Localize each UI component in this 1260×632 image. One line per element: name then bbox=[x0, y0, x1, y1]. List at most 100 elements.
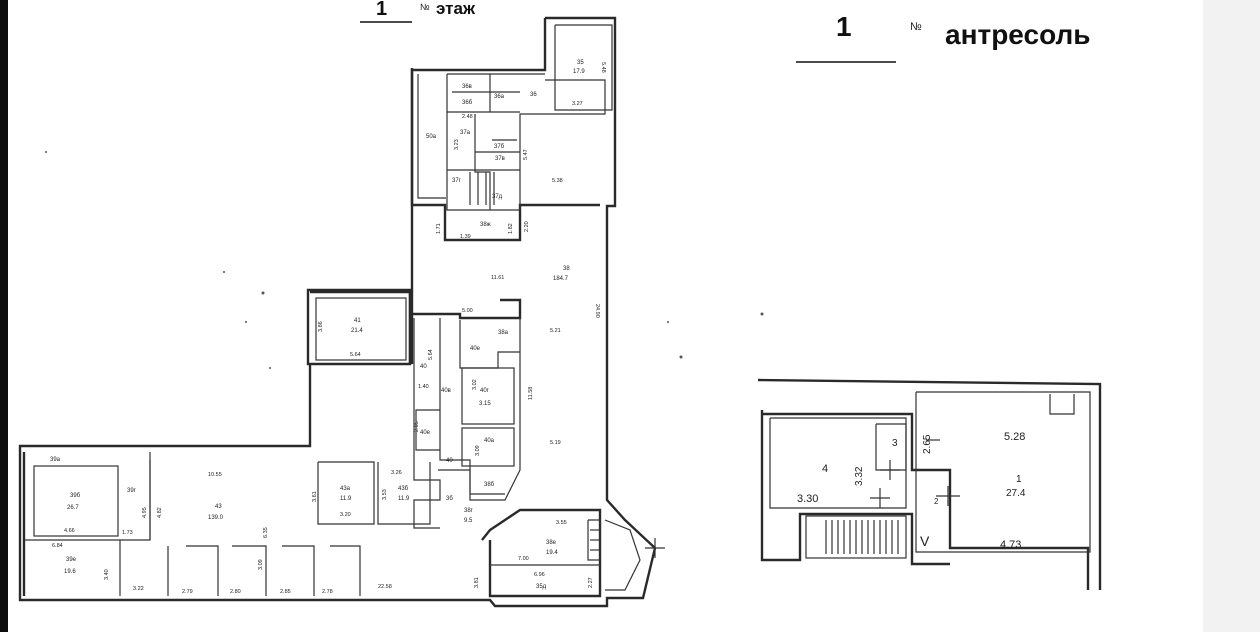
room-label: 43б bbox=[398, 486, 409, 492]
room-label: 36в bbox=[462, 84, 472, 90]
room-label: 38е bbox=[546, 540, 557, 546]
dimension: 4.82 bbox=[157, 507, 163, 518]
dimension: 3.27 bbox=[572, 101, 583, 107]
room-label: 36 bbox=[530, 92, 537, 98]
room-label: 38б bbox=[484, 482, 495, 488]
room-label: 39е bbox=[66, 557, 77, 563]
mezz-stair bbox=[825, 520, 899, 554]
dimension: 6.96 bbox=[534, 572, 545, 578]
room-area: 21.4 bbox=[351, 328, 363, 334]
dimension: 10.55 bbox=[208, 472, 222, 478]
room-label: 37б bbox=[494, 144, 505, 150]
mezz-title-mark: № bbox=[910, 21, 922, 33]
room-label: 39б bbox=[70, 493, 81, 499]
room-area: 184.7 bbox=[553, 276, 569, 282]
room-label: 40е bbox=[470, 346, 481, 352]
dimension: 3.55 bbox=[556, 520, 567, 526]
floor-room-labels: 35 17.9 36 36а 36б 36в 37а 37б 37в 37г 3… bbox=[50, 60, 585, 590]
dimension: 24.90 bbox=[594, 304, 600, 318]
room-label: 40 bbox=[446, 458, 453, 464]
room-area: 19.4 bbox=[546, 550, 558, 556]
mezz-title-label: антресоль bbox=[945, 19, 1090, 50]
mezz-dimension: 3.32 bbox=[854, 466, 865, 486]
dimension: 4.66 bbox=[64, 528, 75, 534]
mezzanine-labels: 4 3.30 3.32 3 2.65 2 V 1 27.4 5.28 4.73 bbox=[797, 431, 1026, 551]
room-label: 37д bbox=[492, 194, 503, 200]
scan-specks bbox=[45, 151, 764, 369]
room-area: 9.5 bbox=[464, 518, 473, 524]
room-label: 38ж bbox=[480, 222, 491, 228]
dimension: 3.23 bbox=[454, 139, 460, 150]
dimension: 5.21 bbox=[550, 328, 561, 334]
dimension: 5.64 bbox=[350, 352, 361, 358]
room-label: 38 bbox=[563, 266, 570, 272]
dimension: 1.71 bbox=[436, 223, 442, 234]
room-label: 36б bbox=[462, 100, 473, 106]
floor-title-mark: № bbox=[420, 2, 430, 12]
room-area: 19.6 bbox=[64, 569, 76, 575]
dimension: 5.47 bbox=[523, 149, 529, 160]
room-label: 43а bbox=[340, 486, 351, 492]
floor-title-number: 1 bbox=[376, 0, 387, 20]
dimension: 22.58 bbox=[378, 584, 392, 590]
room-label: 36а bbox=[494, 94, 505, 100]
room-label: 38а bbox=[498, 330, 509, 336]
mezz-room-label: 3 bbox=[892, 438, 898, 449]
dimension: 2.79 bbox=[182, 589, 193, 595]
dimension: 6.35 bbox=[263, 527, 269, 538]
mezz-room-area: 27.4 bbox=[1006, 488, 1026, 499]
dimension: 3.53 bbox=[382, 489, 388, 500]
room-area: 17.9 bbox=[573, 69, 585, 75]
room-label: 37а bbox=[460, 130, 471, 136]
room-area: 3.15 bbox=[479, 401, 491, 407]
room-label: 38г bbox=[464, 508, 474, 514]
scan-right-margin bbox=[1203, 0, 1260, 632]
room-label: 40е bbox=[420, 430, 431, 436]
dimension: 2.05 bbox=[414, 421, 420, 432]
mezz-dimension: 4.73 bbox=[1000, 539, 1021, 551]
mezz-room-label: 1 bbox=[1016, 474, 1022, 485]
room-label: 40а bbox=[484, 438, 495, 444]
dimension: 3.20 bbox=[340, 512, 351, 518]
dimension: 2.85 bbox=[280, 589, 291, 595]
dimension: 7.00 bbox=[518, 556, 529, 562]
room-label: 37в bbox=[495, 156, 505, 162]
dimension: 3.02 bbox=[472, 379, 478, 390]
mezz-dimension: 2.65 bbox=[922, 434, 933, 454]
room-label: 39а bbox=[50, 457, 61, 463]
room-label: 3б bbox=[446, 496, 453, 502]
room-area: 26.7 bbox=[67, 505, 79, 511]
scan-left-edge bbox=[0, 0, 8, 632]
dimension: 2.48 bbox=[462, 114, 473, 120]
dimension: 3.86 bbox=[318, 321, 324, 332]
floor-dimensions: 5.48 3.27 2.48 3.23 5.47 5.38 2.20 1.71 … bbox=[52, 62, 606, 595]
dimension: 5.00 bbox=[462, 308, 473, 314]
dimension: 2.27 bbox=[588, 577, 594, 588]
dimension: 5.38 bbox=[552, 178, 563, 184]
dimension: 3.22 bbox=[133, 586, 144, 592]
dimension: 5.48 bbox=[600, 62, 606, 73]
mezz-title-number: 1 bbox=[836, 11, 852, 42]
dimension: 1.39 bbox=[460, 234, 471, 240]
room-label: 37г bbox=[452, 178, 462, 184]
dimension: 2.78 bbox=[322, 589, 333, 595]
dimension: 2.20 bbox=[524, 221, 530, 232]
dimension: 4.95 bbox=[142, 507, 148, 518]
room-label: 39г bbox=[127, 488, 137, 494]
room-area: 139.0 bbox=[208, 515, 224, 521]
dimension: 1.73 bbox=[122, 530, 133, 536]
floor-walls bbox=[18, 16, 665, 608]
room-label: 43 bbox=[215, 504, 222, 510]
dimension: 5.19 bbox=[550, 440, 561, 446]
room-label: 50а bbox=[426, 134, 437, 140]
dimension: 3.09 bbox=[258, 559, 264, 570]
room-label: 41 bbox=[354, 318, 361, 324]
stair-37d bbox=[469, 172, 495, 205]
floor-title-label: этаж bbox=[436, 0, 476, 18]
dimension: 2.80 bbox=[230, 589, 241, 595]
room-area: 35д bbox=[536, 584, 547, 590]
dimension: 5.64 bbox=[428, 349, 434, 360]
dimension: 3.40 bbox=[104, 569, 110, 580]
